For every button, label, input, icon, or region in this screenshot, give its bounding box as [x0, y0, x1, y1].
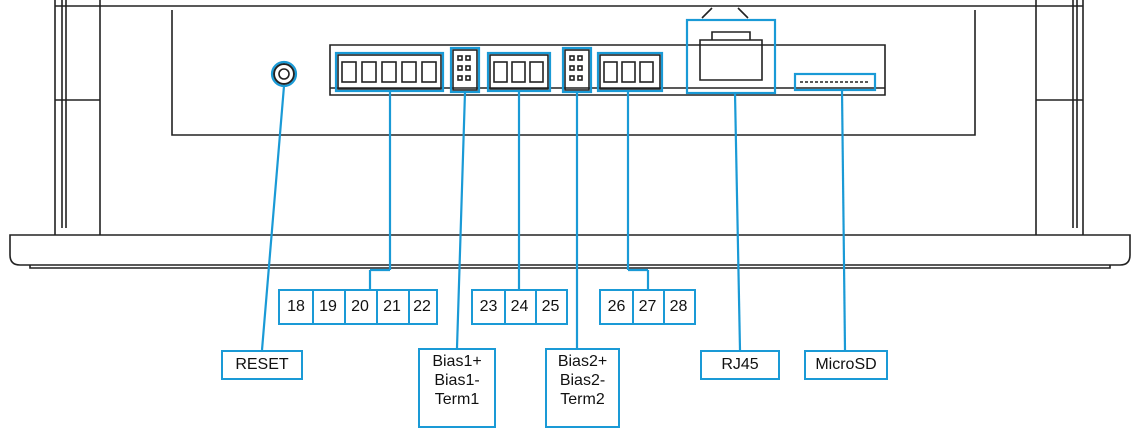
terminal-label: 24 [510, 298, 529, 315]
rj45-highlight [685, 18, 777, 95]
terminal-label: 27 [638, 298, 657, 315]
terminal-group-26-28: 26 27 28 [599, 289, 696, 325]
reset-button [273, 63, 295, 85]
jumper-2 [564, 49, 590, 91]
bias1-minus-text: Bias1- [434, 372, 480, 389]
bias2-minus-text: Bias2- [559, 372, 606, 389]
terminal-label: 18 [287, 298, 305, 315]
bias2-label: Bias2+ Bias2- Term2 [545, 348, 620, 428]
block3-highlight [596, 51, 664, 93]
bias1-label: Bias1+ Bias1- Term1 [418, 348, 496, 428]
terminal-label: 23 [479, 298, 498, 315]
terminal-label: 26 [607, 298, 626, 315]
bias2-plus-text: Bias2+ [557, 353, 608, 370]
term1-text: Term1 [434, 391, 480, 408]
reset-highlight [270, 60, 298, 88]
microsd-label: MicroSD [804, 350, 888, 380]
rj45-leader [733, 92, 742, 351]
microsd-highlight [793, 72, 877, 92]
terminal-label: 21 [383, 298, 401, 315]
device-body [54, 0, 1084, 235]
bias1-plus-text: Bias1+ [432, 353, 482, 370]
terminal-group-23-25: 23 24 25 [471, 289, 568, 325]
block1-highlight [334, 51, 445, 93]
connector-block-2 [489, 54, 549, 90]
bias1-leader [455, 91, 467, 349]
term2-text: Term2 [560, 391, 605, 408]
jumper1-highlight [449, 46, 481, 94]
connector-block-1 [337, 54, 442, 90]
rear-panel [171, 10, 976, 136]
connector-block-3 [599, 54, 661, 90]
jumper2-highlight [561, 46, 593, 94]
reset-leader [260, 85, 286, 351]
side-ribs [55, 0, 1083, 228]
bezel [9, 234, 1131, 266]
reset-label: RESET [221, 350, 303, 380]
rj45-label: RJ45 [700, 350, 780, 380]
terminal-label: 20 [351, 298, 369, 315]
microsd-leader [840, 89, 847, 351]
block2-highlight [486, 51, 552, 93]
terminal-label: 28 [669, 298, 688, 315]
terminal-label: 22 [413, 298, 431, 315]
terminal-label: 19 [319, 298, 337, 315]
terminal-label: 25 [541, 298, 560, 315]
terminal-group-18-22: 18 19 20 21 22 [278, 289, 438, 325]
jumper-1 [452, 49, 478, 91]
